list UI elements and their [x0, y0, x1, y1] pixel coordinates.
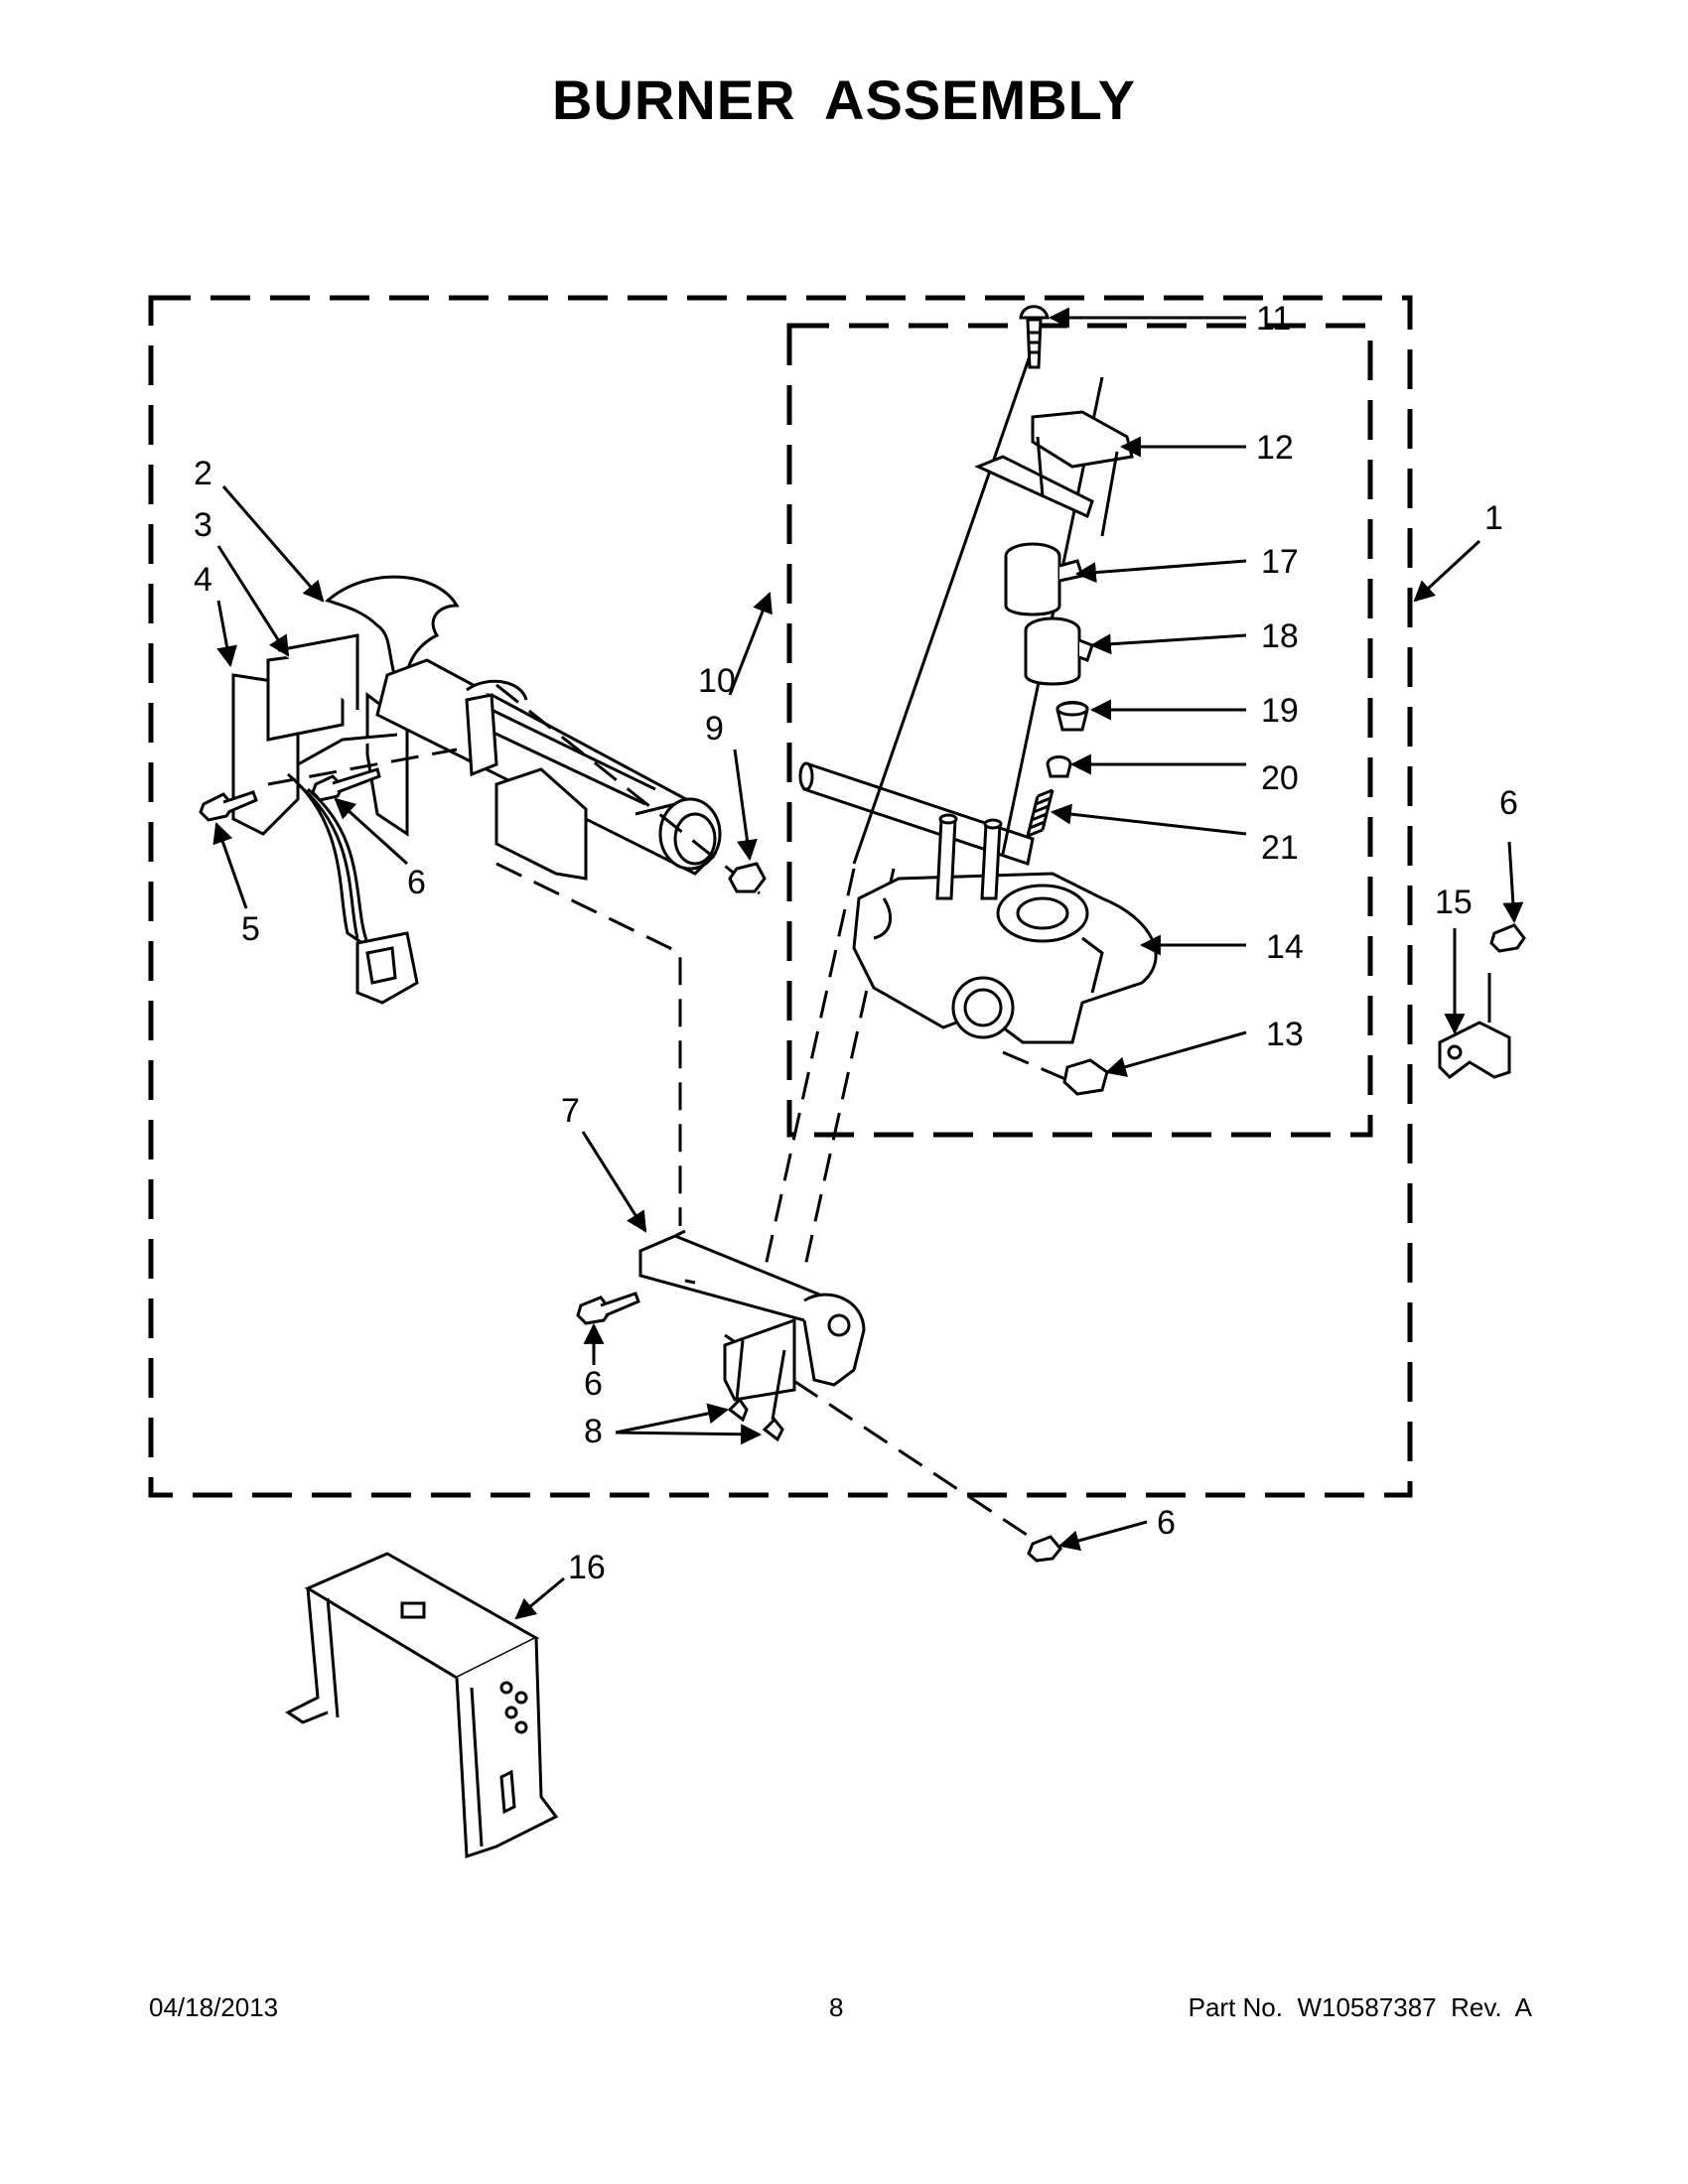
screw-6-lower	[576, 1292, 640, 1325]
coil-bracket	[974, 410, 1134, 537]
part-20	[1046, 755, 1072, 778]
callout-6-bottom: 6	[1157, 1504, 1176, 1542]
callout-15: 15	[1435, 884, 1473, 921]
gas-valve	[852, 872, 1158, 1044]
callout-13: 13	[1266, 1016, 1304, 1053]
callout-12: 12	[1256, 429, 1294, 467]
footer-date: 04/18/2013	[149, 1992, 279, 2022]
bracket-15	[1438, 923, 1526, 1079]
callout-1: 1	[1484, 499, 1503, 537]
igniter-wires	[287, 772, 378, 955]
coil-17	[1004, 542, 1084, 616]
callout-3: 3	[194, 506, 212, 544]
valve-stems	[935, 813, 1003, 900]
spring-21	[1026, 788, 1055, 838]
callout-20: 20	[1261, 759, 1299, 797]
screw-11	[1019, 305, 1050, 369]
part-13	[1062, 1058, 1109, 1096]
callout-19: 19	[1261, 692, 1299, 730]
callout-9: 9	[705, 710, 724, 748]
callout-5: 5	[241, 910, 260, 948]
footer-part-number: Part No. W10587387 Rev. A	[1188, 1992, 1532, 2022]
part-19	[1055, 701, 1089, 732]
screws-8	[727, 1339, 786, 1442]
callout-16: 16	[568, 1549, 606, 1586]
valve-bracket-7	[638, 1229, 866, 1402]
callout-6-left: 6	[407, 864, 426, 901]
callout-18: 18	[1261, 617, 1299, 655]
screw-6-left	[199, 790, 258, 822]
callout-6-right: 6	[1499, 784, 1518, 822]
leader-lines	[212, 307, 1524, 1620]
footer-page-number: 8	[829, 1992, 844, 2022]
callout-2: 2	[194, 455, 212, 492]
screw-6-bracket	[311, 767, 381, 802]
callout-4: 4	[194, 561, 212, 599]
orifice-9	[728, 862, 767, 893]
callout-17: 17	[1261, 543, 1299, 581]
screw-6-bottom	[1027, 1535, 1062, 1563]
callout-10: 10	[698, 662, 736, 700]
valve-assembly-boundary	[786, 323, 1373, 1138]
valve-pipe	[798, 761, 1035, 866]
callout-14: 14	[1266, 928, 1304, 966]
callout-11: 11	[1256, 300, 1291, 338]
callout-21: 21	[1261, 829, 1299, 867]
base-bracket-16	[285, 1552, 559, 1859]
assembly-boundary-outer	[148, 295, 1413, 1498]
igniter-bracket	[231, 633, 419, 837]
callout-7: 7	[561, 1092, 580, 1130]
page-title: BURNER ASSEMBLY	[551, 68, 1137, 131]
wire-connector	[355, 931, 419, 1005]
coil-18	[1024, 616, 1094, 686]
mounting-plate	[465, 693, 588, 881]
callout-6-lower: 6	[584, 1365, 603, 1403]
callout-8: 8	[584, 1413, 603, 1450]
